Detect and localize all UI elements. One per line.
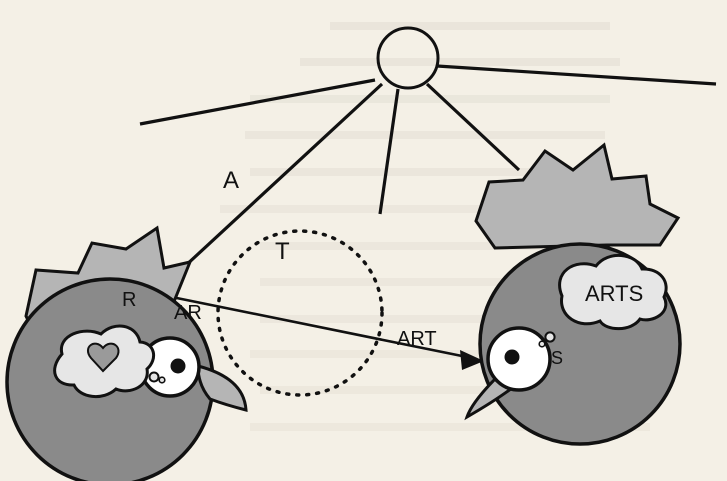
label-ar: AR <box>174 302 202 324</box>
label-s: S <box>551 348 563 368</box>
label-arts: ARTS <box>585 281 643 306</box>
left-thought-dot-1 <box>150 373 159 382</box>
label-art: ART <box>397 328 437 350</box>
label-a: A <box>223 167 239 194</box>
left-bird-pupil <box>171 359 186 374</box>
right-thought-dot-2 <box>539 341 545 347</box>
right-bird-pupil <box>505 350 520 365</box>
right-thought-dot-1 <box>545 332 554 341</box>
label-t: T <box>275 238 290 265</box>
label-r: R <box>122 289 136 311</box>
right-bird <box>467 145 680 444</box>
left-thought-dot-2 <box>159 377 165 383</box>
